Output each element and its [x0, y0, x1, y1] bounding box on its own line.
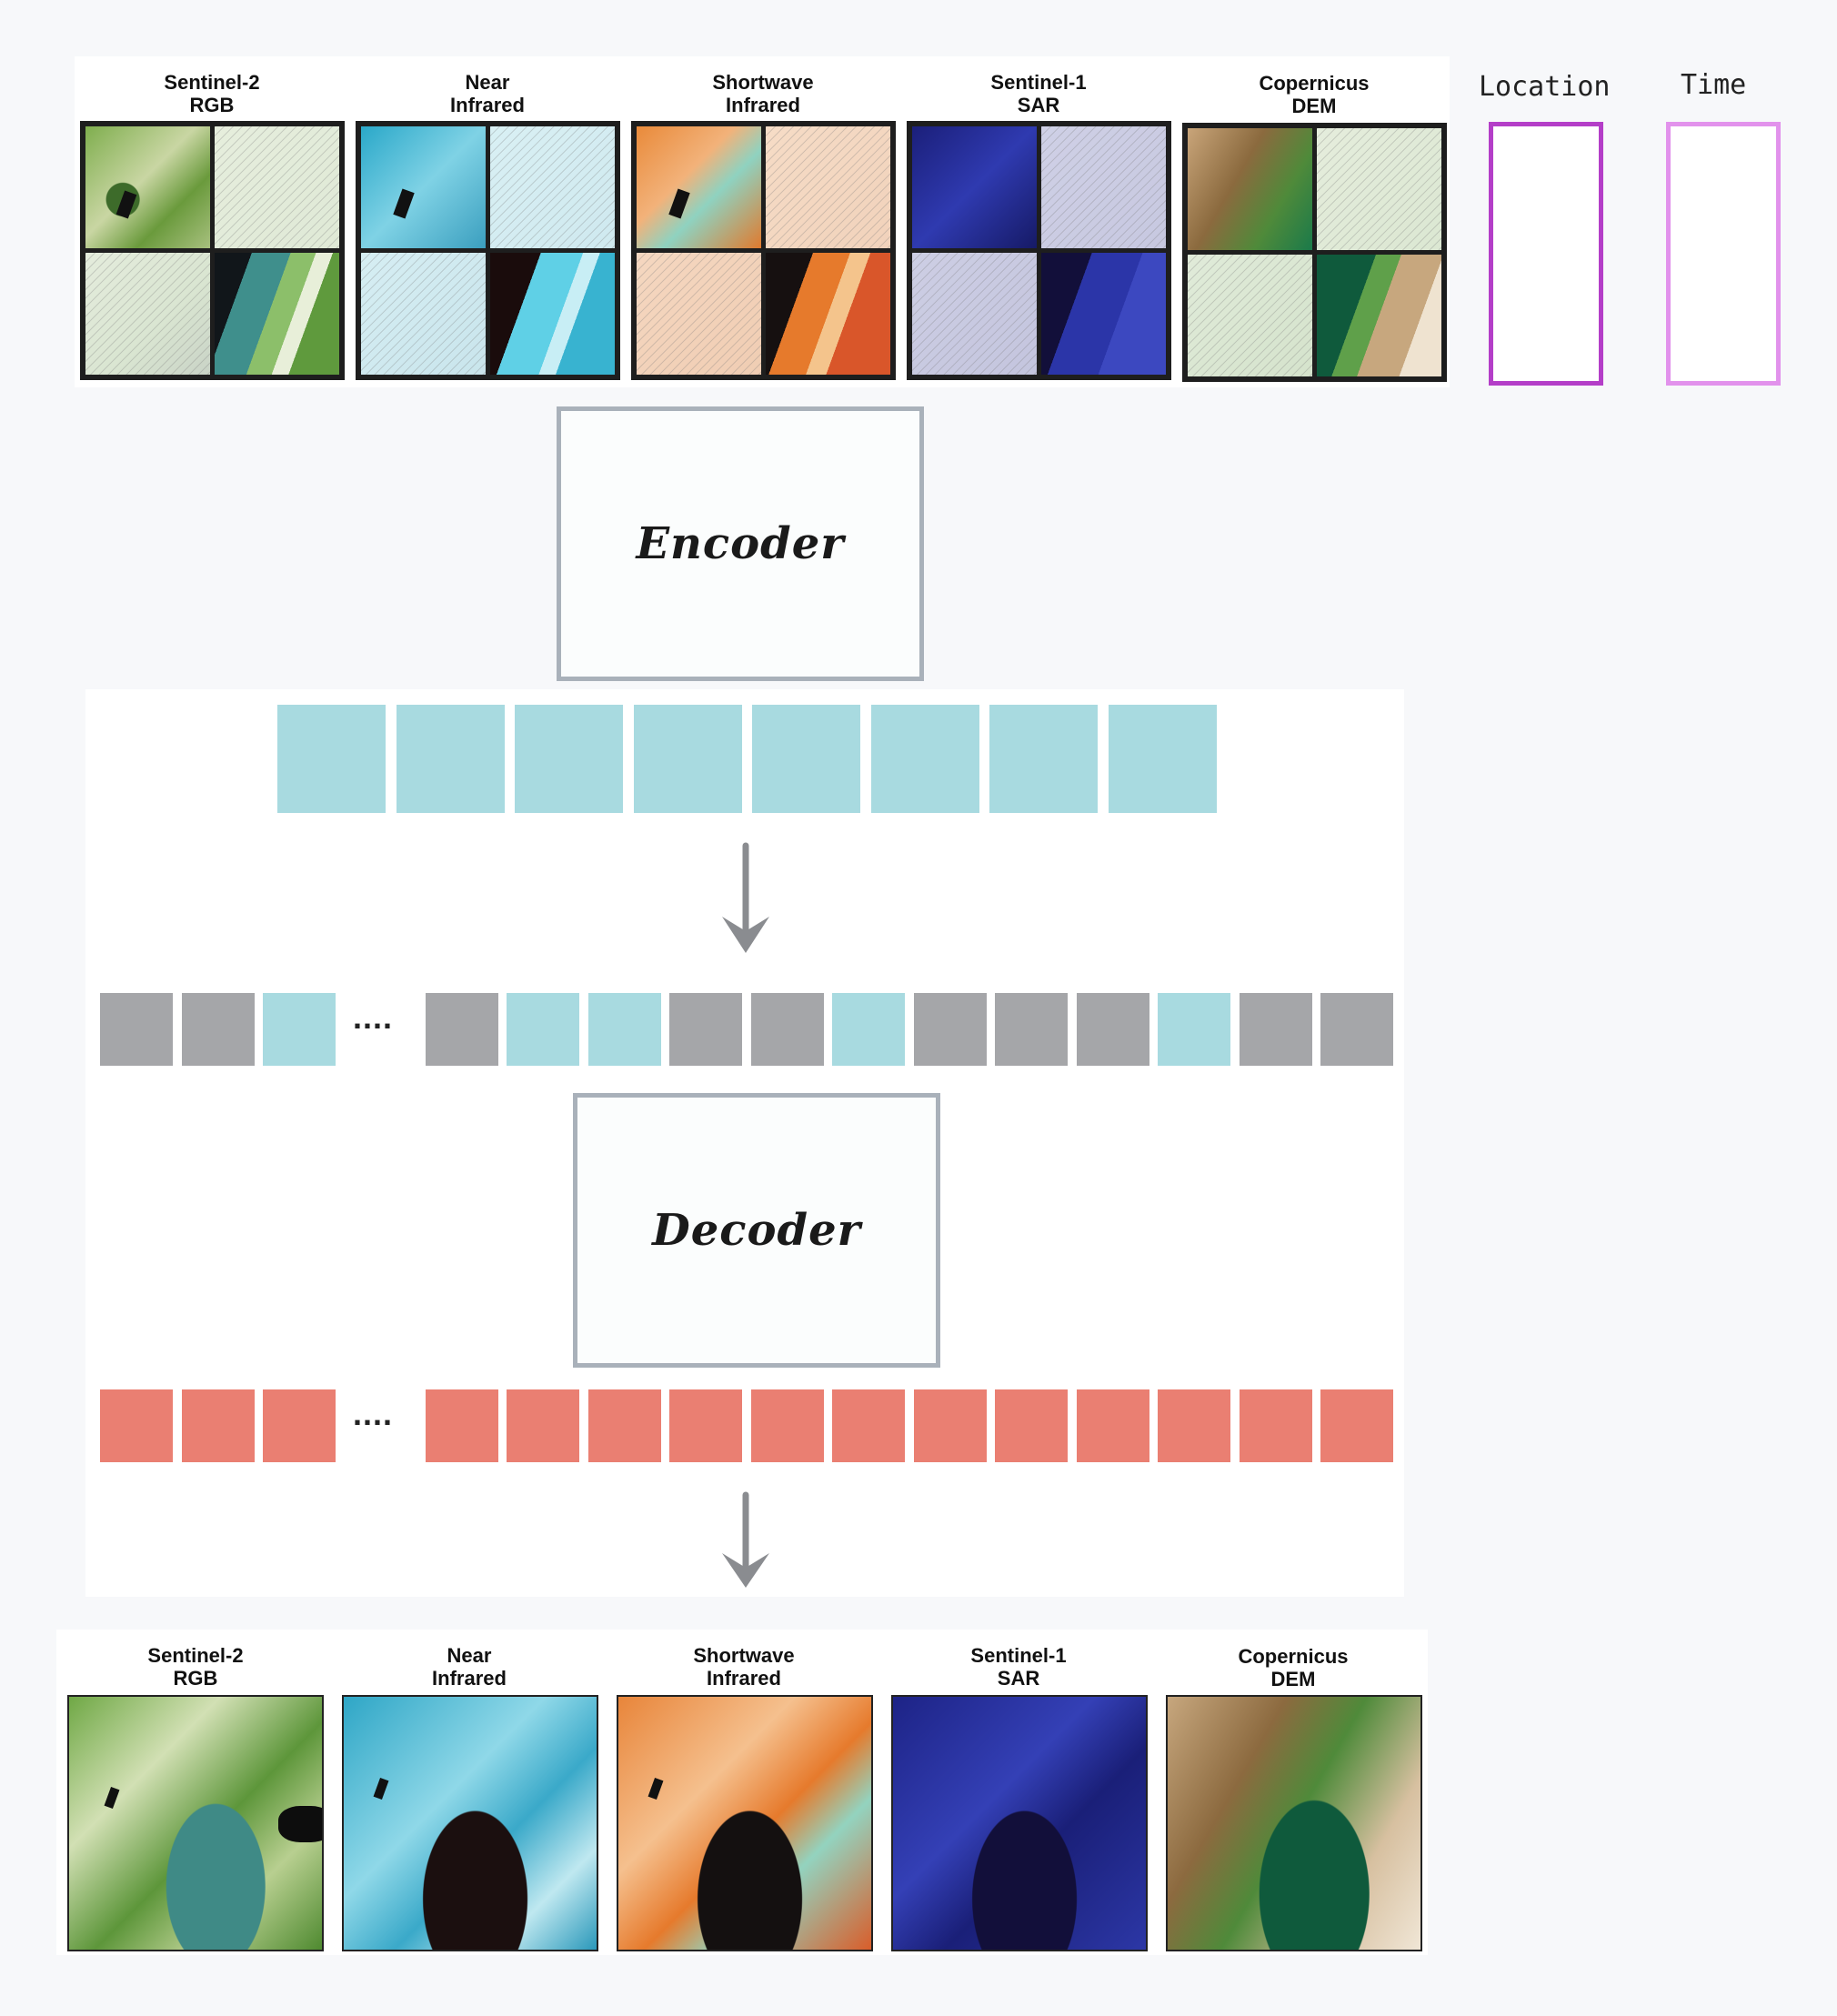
- arrow-down-icon: [722, 1491, 769, 1588]
- arrow-down-icon: [722, 842, 769, 953]
- encoder-block: Encoder: [557, 406, 924, 681]
- patch-visible: [361, 126, 486, 248]
- patch-visible: [490, 253, 615, 375]
- patch-visible: [1188, 128, 1312, 250]
- patch-masked: [637, 253, 761, 375]
- visible-token: [832, 993, 905, 1066]
- decoded-token: [426, 1389, 498, 1462]
- patch-visible: [1317, 255, 1441, 376]
- mask-token: [751, 993, 824, 1066]
- mask-token: [100, 993, 173, 1066]
- time-label: Time: [1681, 69, 1747, 101]
- patch-masked: [912, 253, 1037, 375]
- patch-masked: [766, 126, 890, 248]
- encoded-token: [396, 705, 505, 813]
- mask-token: [1320, 993, 1393, 1066]
- visible-token: [263, 993, 336, 1066]
- mask-token: [426, 993, 498, 1066]
- decoded-token: [751, 1389, 824, 1462]
- patch-masked: [490, 126, 615, 248]
- mask-token: [914, 993, 987, 1066]
- location-box: [1489, 122, 1603, 386]
- visible-token: [588, 993, 661, 1066]
- decoded-token: [100, 1389, 173, 1462]
- patch-masked: [1188, 255, 1312, 376]
- patch-visible: [85, 126, 210, 248]
- patch-visible: [215, 253, 339, 375]
- decoded-token: [1320, 1389, 1393, 1462]
- decoded-token: [1077, 1389, 1149, 1462]
- patch-visible: [1041, 253, 1166, 375]
- ellipsis: ....: [353, 1395, 394, 1432]
- input-grid-swir: [631, 121, 896, 380]
- time-box: [1666, 122, 1781, 386]
- decoder-block: Decoder: [573, 1093, 940, 1368]
- location-label: Location: [1479, 71, 1611, 103]
- encoded-token: [1108, 705, 1217, 813]
- decoded-token: [669, 1389, 742, 1462]
- output-image-sentinel2-rgb: [67, 1695, 324, 1951]
- output-image-sar: [891, 1695, 1148, 1951]
- patch-masked: [361, 253, 486, 375]
- patch-masked: [1041, 126, 1166, 248]
- decoded-token: [1158, 1389, 1230, 1462]
- decoded-token: [507, 1389, 579, 1462]
- input-grid-sentinel2-rgb: [80, 121, 345, 380]
- encoded-token: [752, 705, 860, 813]
- encoded-token: [515, 705, 623, 813]
- decoded-token: [1240, 1389, 1312, 1462]
- mask-token: [1077, 993, 1149, 1066]
- output-image-nir: [342, 1695, 598, 1951]
- decoded-token: [832, 1389, 905, 1462]
- decoded-token: [182, 1389, 255, 1462]
- patch-visible: [766, 253, 890, 375]
- decoded-token: [914, 1389, 987, 1462]
- patch-masked: [215, 126, 339, 248]
- patch-visible: [912, 126, 1037, 248]
- patch-masked: [85, 253, 210, 375]
- decoded-token: [263, 1389, 336, 1462]
- output-image-swir: [617, 1695, 873, 1951]
- decoded-token: [995, 1389, 1068, 1462]
- mask-token: [182, 993, 255, 1066]
- decoder-label: Decoder: [652, 1205, 861, 1256]
- mask-token: [995, 993, 1068, 1066]
- encoded-token: [989, 705, 1098, 813]
- encoded-token: [870, 705, 979, 813]
- output-image-dem: [1166, 1695, 1422, 1951]
- input-grid-sar: [907, 121, 1171, 380]
- input-grid-nir: [356, 121, 620, 380]
- patch-visible: [637, 126, 761, 248]
- mask-token: [1240, 993, 1312, 1066]
- encoded-token: [277, 705, 386, 813]
- input-grid-dem: [1182, 123, 1447, 382]
- decoded-token: [588, 1389, 661, 1462]
- mask-token: [669, 993, 742, 1066]
- ellipsis: ....: [353, 998, 394, 1036]
- visible-token: [507, 993, 579, 1066]
- encoder-label: Encoder: [636, 518, 845, 569]
- patch-masked: [1317, 128, 1441, 250]
- encoded-token: [633, 705, 742, 813]
- visible-token: [1158, 993, 1230, 1066]
